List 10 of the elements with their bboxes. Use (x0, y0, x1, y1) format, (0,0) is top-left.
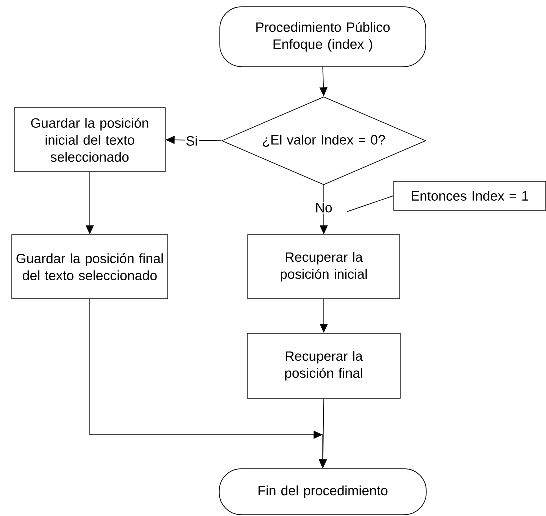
process-box: Recuperar la posición inicial (248, 234, 400, 300)
start-terminal: Procedimiento Público Enfoque (index ) (220, 6, 426, 68)
process-box: Recuperar la posición final (247, 333, 401, 399)
process-box: Guardar la posición final del texto seleccionado (12, 234, 168, 300)
edge-label: Si (185, 135, 199, 147)
end-terminal: Fin del procedimiento (219, 468, 427, 516)
edge-label: No (314, 202, 334, 214)
note-box: Entonces Index = 1 (394, 181, 546, 211)
leader-line (346, 196, 394, 212)
process-box: Guardar la posición inicial del texto seleccionado (14, 108, 166, 172)
